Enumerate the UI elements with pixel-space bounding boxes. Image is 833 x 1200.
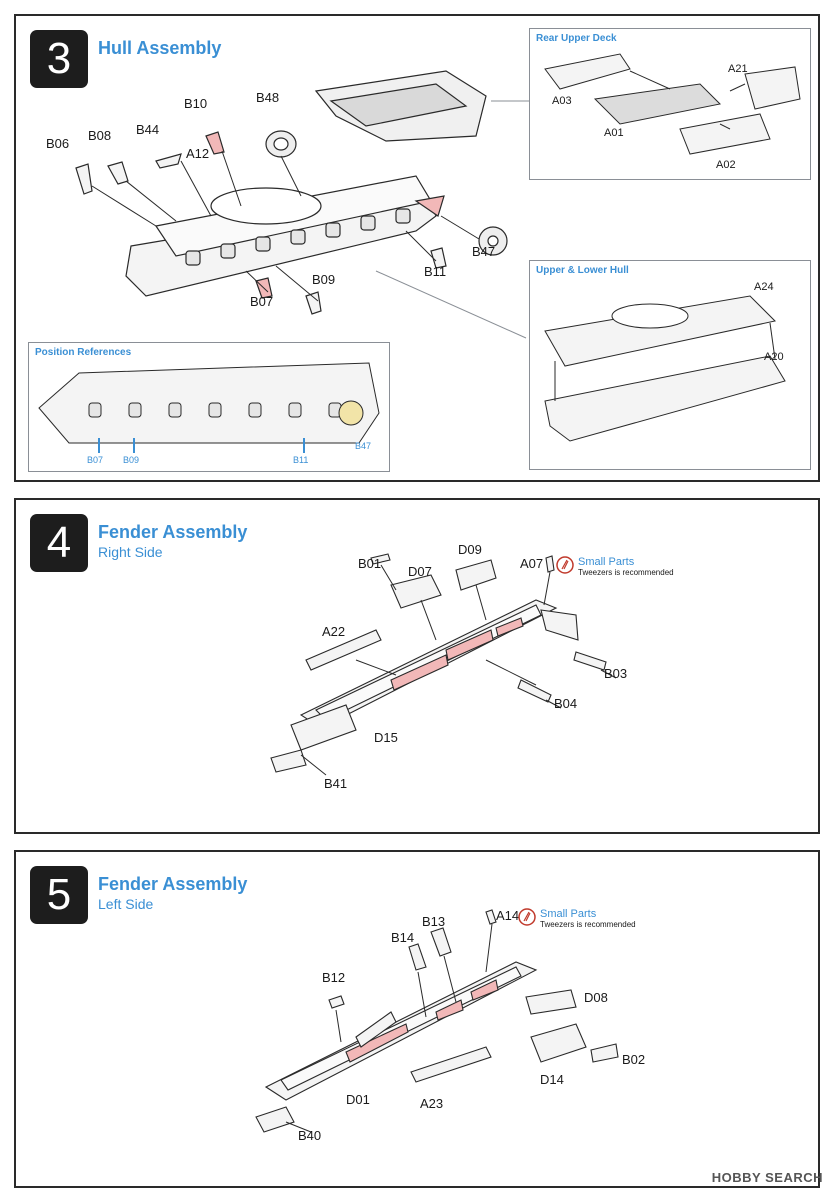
hull-assembly-drawing (75, 70, 536, 339)
note-text: Tweezers is recommended (540, 920, 636, 929)
part-label: B06 (46, 136, 70, 151)
step-subtitle: Left Side (98, 896, 154, 912)
note-title: Small Parts (578, 556, 635, 568)
part-label: B13 (422, 914, 446, 929)
part-label: D07 (408, 564, 432, 579)
part-label: B01 (358, 556, 382, 571)
step-number: 3 (30, 30, 88, 88)
part-label: A07 (520, 556, 544, 571)
step-subtitle: Right Side (98, 544, 163, 560)
part-label: B11 (424, 264, 447, 279)
part-label: B12 (322, 970, 346, 985)
part-label: B47 (355, 441, 372, 451)
left-fender-drawing (255, 909, 619, 1133)
part-label: A01 (604, 127, 624, 139)
part-label: A20 (764, 351, 784, 363)
part-label: B44 (136, 122, 160, 137)
part-label: A03 (552, 95, 572, 107)
position-references-drawing (38, 362, 380, 453)
part-label: B07 (250, 294, 274, 309)
small-parts-note: Small Parts Tweezers is recommended (556, 556, 696, 580)
step-4-panel: 4 Fender Assembly Right Side (14, 498, 820, 834)
step-title: Fender Assembly (98, 874, 248, 894)
part-label: B41 (324, 776, 348, 791)
tweezers-icon (556, 556, 574, 574)
note-title: Small Parts (540, 908, 597, 920)
part-label: B09 (312, 272, 336, 287)
part-label: B11 (293, 455, 309, 465)
part-label: D14 (540, 1072, 564, 1087)
step-title: Hull Assembly (98, 38, 222, 58)
rear-upper-deck-drawing (544, 53, 801, 155)
part-label: B10 (184, 96, 208, 111)
part-label: B04 (554, 696, 578, 711)
part-label: D01 (346, 1092, 370, 1107)
part-label: B07 (87, 455, 104, 465)
part-label: A24 (754, 281, 774, 293)
upper-lower-hull-drawing (544, 295, 786, 442)
step-title: Fender Assembly (98, 522, 248, 542)
step-number: 5 (30, 866, 88, 924)
tweezers-icon (518, 908, 536, 926)
step-number: 4 (30, 514, 88, 572)
inset-title: Position References (35, 347, 132, 358)
part-label: A12 (186, 146, 210, 161)
part-label: B47 (472, 244, 496, 259)
part-label: D15 (374, 730, 398, 745)
inset-position-references: Position References (28, 342, 390, 472)
step-5-panel: 5 Fender Assembly Left Side (14, 850, 820, 1188)
part-label: D08 (584, 990, 608, 1005)
part-label: B09 (123, 455, 140, 465)
part-label: A21 (728, 63, 748, 75)
part-label: A23 (420, 1096, 444, 1111)
note-text: Tweezers is recommended (578, 568, 674, 577)
inset-rear-upper-deck: Rear Upper Deck A21 A03 A01 A02 (529, 28, 811, 180)
right-fender-drawing (270, 553, 617, 776)
watermark: HOBBY SEARCH (711, 1170, 823, 1185)
part-label: A02 (716, 159, 736, 171)
part-label: B40 (298, 1128, 322, 1143)
inset-title: Upper & Lower Hull (536, 265, 629, 276)
part-label: B48 (256, 90, 280, 105)
inset-upper-lower-hull: Upper & Lower Hull A24 A20 (529, 260, 811, 470)
part-label: A14 (496, 908, 520, 923)
step-3-panel: 3 Hull Assembly (14, 14, 820, 482)
part-label: A22 (322, 624, 346, 639)
part-label: B02 (622, 1052, 646, 1067)
part-label: D09 (458, 542, 482, 557)
inset-title: Rear Upper Deck (536, 33, 617, 44)
small-parts-note: Small Parts Tweezers is recommended (518, 908, 658, 932)
part-label: B08 (88, 128, 112, 143)
part-label: B03 (604, 666, 628, 681)
part-label: B14 (391, 930, 415, 945)
